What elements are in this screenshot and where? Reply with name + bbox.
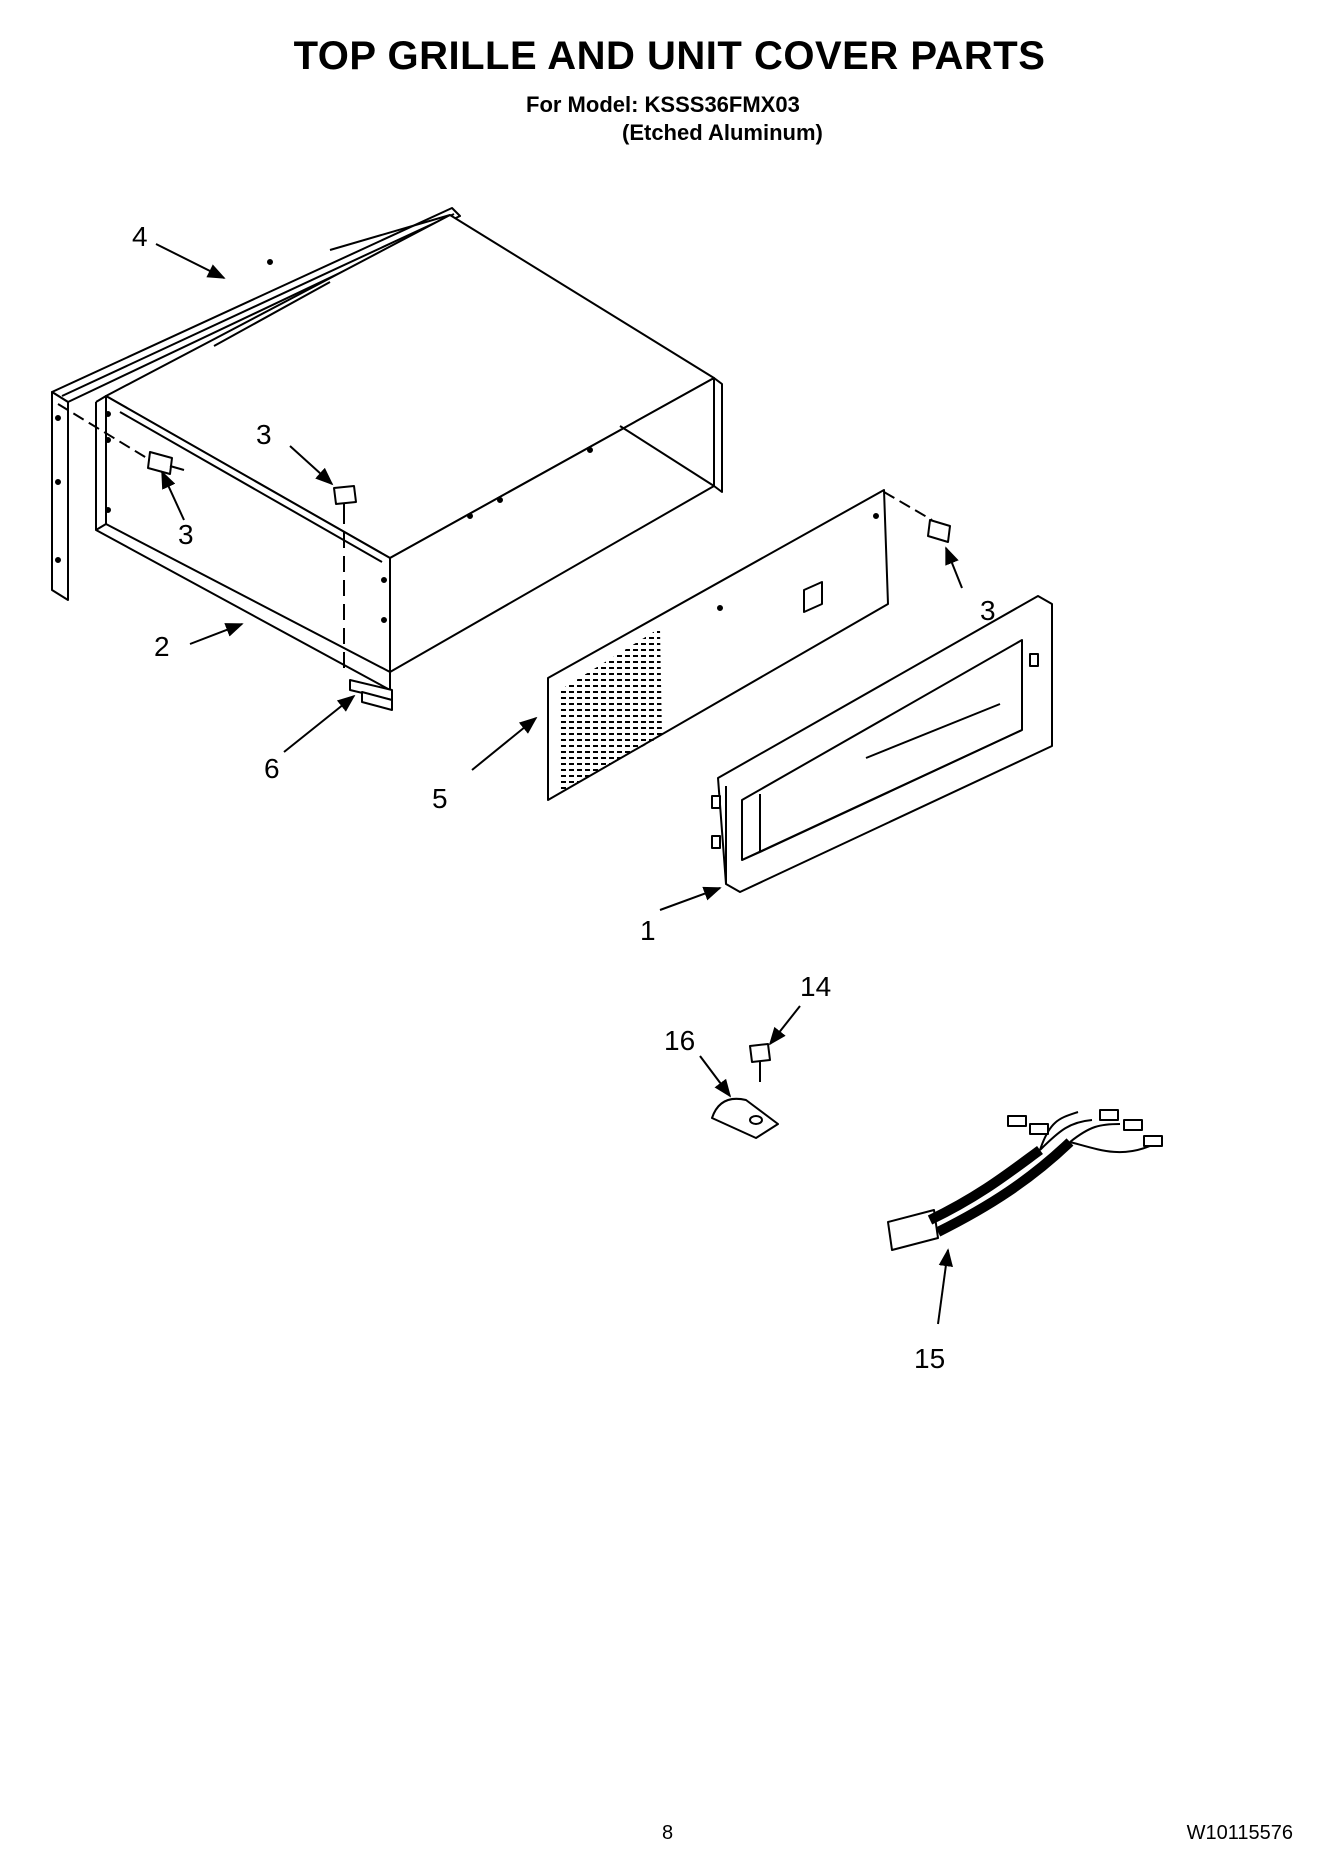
screw-part-3-right bbox=[883, 491, 951, 543]
callout-3-right: 3 bbox=[980, 595, 996, 626]
callout-4: 4 bbox=[132, 221, 148, 252]
callout-16: 16 bbox=[664, 1025, 695, 1056]
document-number: W10115576 bbox=[1186, 1822, 1293, 1844]
clamp-part-16 bbox=[711, 1097, 779, 1139]
callout-15: 15 bbox=[914, 1343, 945, 1374]
unit-cover-part-2 bbox=[95, 214, 723, 691]
finish-label: (Etched Aluminum) bbox=[622, 120, 823, 145]
top-grille-frame-part-1 bbox=[711, 595, 1053, 893]
callout-5: 5 bbox=[432, 783, 448, 814]
rear-panel-part-4 bbox=[51, 207, 461, 601]
grille-panel-part-5 bbox=[547, 489, 889, 801]
callout-3-middle: 3 bbox=[256, 419, 272, 450]
callout-3-left: 3 bbox=[178, 519, 194, 550]
screw-part-3-middle bbox=[333, 485, 357, 668]
wire-harness-part-15 bbox=[887, 1109, 1163, 1251]
screw-part-14 bbox=[749, 1043, 771, 1082]
model-label: For Model: KSSS36FMX03 bbox=[526, 92, 800, 117]
callout-2: 2 bbox=[154, 631, 170, 662]
callout-6: 6 bbox=[264, 753, 280, 784]
clip-part-6 bbox=[349, 679, 393, 711]
callout-14: 14 bbox=[800, 971, 831, 1002]
callout-1: 1 bbox=[640, 915, 656, 946]
page-title: TOP GRILLE AND UNIT COVER PARTS bbox=[293, 34, 1046, 78]
page-number: 8 bbox=[662, 1822, 674, 1844]
